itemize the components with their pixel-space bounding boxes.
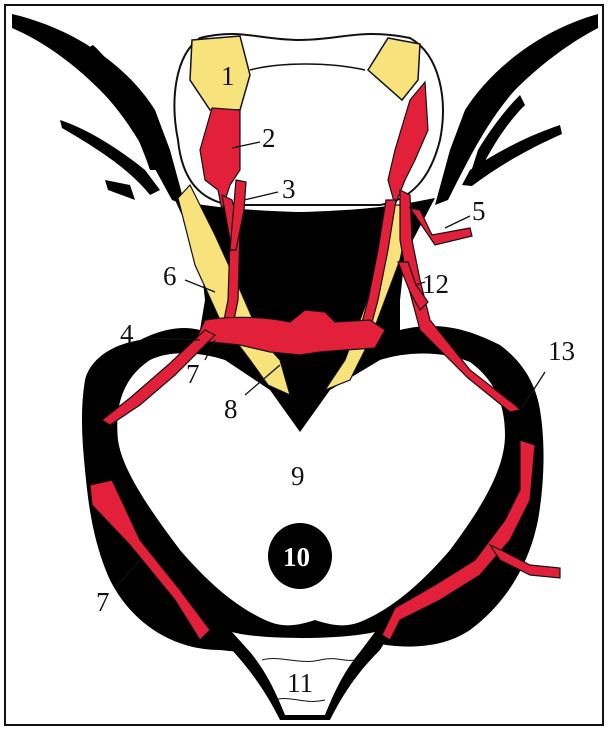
label-3: 3 <box>282 174 296 204</box>
label-13: 13 <box>548 336 575 366</box>
label-1: 1 <box>221 61 235 91</box>
label-12: 12 <box>422 269 449 299</box>
label-5: 5 <box>472 196 486 226</box>
label-2: 2 <box>262 123 276 153</box>
label-7b: 7 <box>96 587 110 617</box>
label-4: 4 <box>120 319 134 349</box>
label-8: 8 <box>224 394 238 424</box>
label-7a: 7 <box>186 359 200 389</box>
label-6: 6 <box>163 261 177 291</box>
label-9: 9 <box>291 461 305 491</box>
label-11: 11 <box>287 668 313 698</box>
label-10: 10 <box>283 542 310 572</box>
